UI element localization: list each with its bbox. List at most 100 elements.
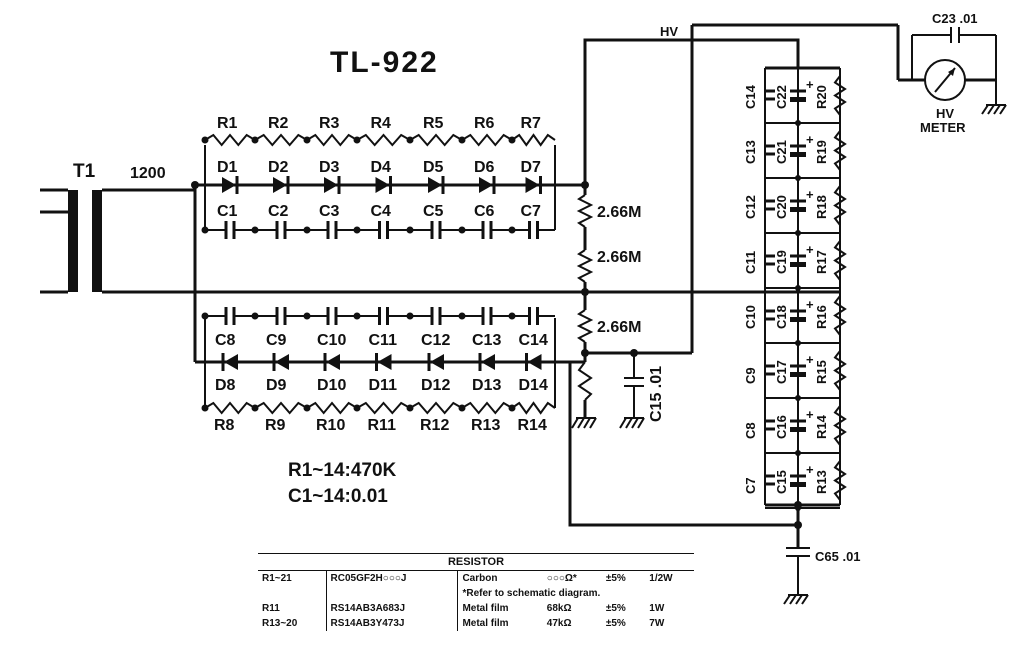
- label-r11: R11: [368, 417, 397, 434]
- resistor-r11: [356, 401, 411, 415]
- note-resistor-values: R1~14:470K: [288, 460, 397, 481]
- label-d8: D8: [215, 377, 236, 394]
- capacitor-c2: [275, 221, 287, 239]
- capacitor-c11: [378, 307, 389, 325]
- transformer-label: T1: [73, 161, 96, 182]
- diode-d8: [221, 353, 238, 371]
- capacitor-c6: [481, 221, 493, 239]
- label-r17: R17: [814, 250, 829, 274]
- polarity-plus-icon: +: [806, 242, 814, 257]
- diode-d7: [525, 176, 542, 194]
- label-c22: C22: [774, 85, 789, 109]
- label-r8: R8: [214, 417, 235, 434]
- resistor-r15: [833, 350, 847, 391]
- label-c7: C7: [743, 477, 758, 494]
- label-c11: C11: [743, 251, 758, 274]
- label-c9: C9: [266, 332, 287, 349]
- label-c8: C8: [215, 332, 236, 349]
- cell-ref: R1~21: [262, 573, 292, 584]
- cell-part: [325, 586, 458, 601]
- label-r14: R14: [518, 417, 547, 434]
- return-line: [568, 362, 798, 527]
- label-r10: R10: [316, 417, 345, 434]
- resistor-r14: [833, 405, 847, 446]
- cell-tol: ±5%: [605, 618, 626, 629]
- capacitor-c3: [326, 221, 338, 239]
- hv-label: HV: [660, 24, 678, 39]
- cell-part: RS14AB3A683J: [325, 601, 458, 616]
- resistor-r14: [511, 401, 556, 415]
- divider-r2-value: 2.66M: [597, 249, 641, 266]
- cell-value: ○○○Ω*: [546, 573, 577, 584]
- label-c10: C10: [743, 305, 758, 329]
- diode-d3: [324, 176, 341, 194]
- resistor-r19: [833, 130, 847, 171]
- label-r16: R16: [814, 305, 829, 329]
- resistor-r12: [409, 401, 463, 415]
- label-r5: R5: [423, 115, 444, 132]
- label-c13: C13: [743, 140, 758, 164]
- label-d2: D2: [268, 159, 289, 176]
- resistor-r20: [833, 75, 847, 116]
- transformer-t1: [40, 188, 840, 294]
- label-c20: C20: [774, 195, 789, 219]
- label-d9: D9: [266, 377, 287, 394]
- capacitor-c7: [528, 221, 539, 239]
- cell-ref: R11: [262, 603, 280, 614]
- label-r13: R13: [471, 417, 500, 434]
- resistor-r13: [461, 401, 513, 415]
- label-c21: C21: [774, 140, 789, 164]
- hv-meter: [911, 27, 1007, 115]
- resistor-table-row: *Refer to schematic diagram.: [258, 586, 694, 601]
- label-r13: R13: [814, 470, 829, 494]
- cell-ref: [258, 586, 326, 601]
- meter-label-line1: HV: [936, 106, 954, 121]
- ground-symbol: [571, 417, 597, 429]
- label-r20: R20: [814, 85, 829, 109]
- cell-watt: 1W: [649, 603, 665, 614]
- label-c17: C17: [774, 360, 789, 384]
- diode-d5: [428, 176, 445, 194]
- label-r1: R1: [217, 115, 238, 132]
- cell-ref: R13~20: [262, 618, 298, 629]
- cell-value: 47kΩ: [546, 618, 572, 629]
- label-d7: D7: [521, 159, 542, 176]
- meter-label-line2: METER: [920, 120, 966, 135]
- capacitor-c12: [430, 307, 442, 325]
- label-c3: C3: [319, 203, 340, 220]
- resistor-r18: [833, 185, 847, 226]
- resistor-r16: [833, 295, 847, 336]
- cell-value: 68kΩ: [546, 603, 572, 614]
- polarity-plus-icon: +: [806, 407, 814, 422]
- label-c10: C10: [317, 332, 346, 349]
- resistor-r17: [833, 240, 847, 281]
- polarity-plus-icon: +: [806, 187, 814, 202]
- diode-d10: [323, 353, 340, 371]
- capacitor-c13: [481, 307, 493, 325]
- polarity-plus-icon: +: [806, 297, 814, 312]
- label-c8: C8: [743, 422, 758, 439]
- diode-d9: [272, 353, 289, 371]
- c15-label: C15 .01: [648, 366, 665, 422]
- capacitor-c8: [224, 307, 236, 325]
- capacitor-c10: [326, 307, 338, 325]
- polarity-plus-icon: +: [806, 462, 814, 477]
- resistor-r3: [306, 133, 358, 147]
- label-d5: D5: [423, 159, 444, 176]
- label-d10: D10: [317, 377, 346, 394]
- label-r3: R3: [319, 115, 340, 132]
- label-d3: D3: [319, 159, 340, 176]
- label-r14: R14: [814, 414, 829, 439]
- lower-multiplier: C8D8R8C9D9R9C10D10R10C11D11R11C12D12R12C…: [201, 307, 556, 434]
- diode-d13: [478, 353, 495, 371]
- resistor-r9: [254, 401, 308, 415]
- label-c7: C7: [521, 203, 542, 220]
- label-d13: D13: [472, 377, 501, 394]
- capacitor-c5: [430, 221, 442, 239]
- capacitor-c9: [275, 307, 287, 325]
- diode-d6: [479, 176, 496, 194]
